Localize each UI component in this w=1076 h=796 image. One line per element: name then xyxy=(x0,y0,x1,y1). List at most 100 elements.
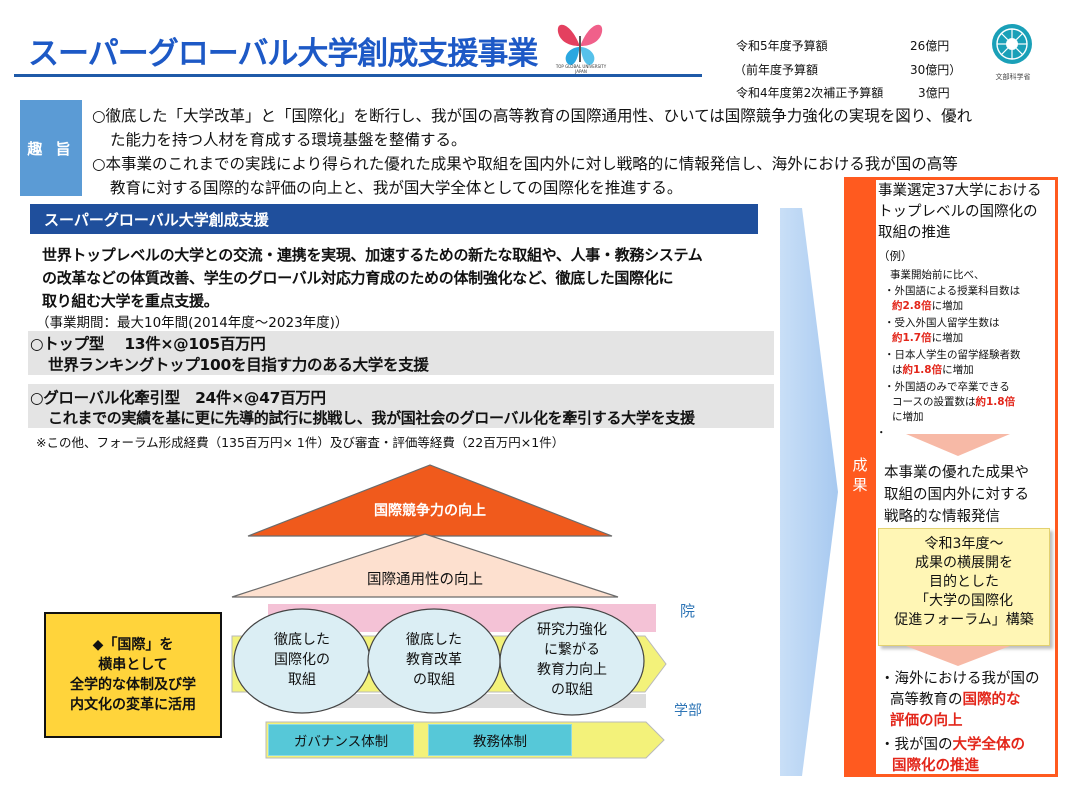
outcome-2-line-1: ・我が国の大学全体の xyxy=(880,736,1025,755)
ellipse-3-line-3: 教育力向上 xyxy=(537,662,607,678)
example-1-line-2: 約2.8倍に増加 xyxy=(892,299,963,314)
example-2-value: 約1.7倍 xyxy=(892,332,932,344)
example-2-line-2: 約1.7倍に増加 xyxy=(892,331,963,346)
results-head-line-1: 事業選定37大学における xyxy=(878,183,1042,199)
academic-affairs-box: 教務体制 xyxy=(428,724,572,756)
ellipse-1-line-3: 取組 xyxy=(288,672,316,688)
results-example-intro: 事業開始前に比べ、 xyxy=(890,269,985,281)
outcome-1-line-2: 高等教育の国際的な xyxy=(890,691,1021,710)
example-2-post: に増加 xyxy=(931,332,964,344)
example-1-post: に増加 xyxy=(931,300,964,312)
purpose-line-1: ○徹底した「大学改革」と「国際化」を断行し、我が国の高等教育の国際通用性、ひいて… xyxy=(92,107,973,125)
ellipse-2-line-1: 徹底した xyxy=(406,632,462,648)
example-4-pre2: コースの設置数は xyxy=(892,396,976,408)
ellipse-research-education-label: 研究力強化 に繋がる 教育力向上 の取組 xyxy=(517,620,627,700)
page-title: スーパーグローバル大学創成支援事業 xyxy=(28,36,538,72)
example-4-post: に増加 xyxy=(892,411,924,423)
down-arrow-icon-2 xyxy=(906,646,1010,666)
program-description-line-2: の改革などの体質改善、学生のグローバル対応力育成のための体制強化など、徹底した国… xyxy=(42,269,674,287)
results-head-line-2: トップレベルの国際化の xyxy=(878,204,1038,220)
example-3-line-1: ・日本人学生の留学経験者数 xyxy=(884,349,1021,361)
example-4-line-1: ・外国語のみで卒業できる xyxy=(884,381,1010,393)
results-example-label: （例） xyxy=(878,249,913,263)
cross-cutting-line-2: 横串として xyxy=(98,657,168,673)
title-underline xyxy=(14,74,702,77)
budget-amount-supplementary: 3億円 xyxy=(918,86,950,100)
ellipse-3-line-4: の取組 xyxy=(551,682,593,698)
type-top-line-2: 世界ランキングトップ100を目指す力のある大学を支援 xyxy=(48,356,429,374)
governance-box: ガバナンス体制 xyxy=(268,724,414,756)
outcome-1-pre2: 高等教育の xyxy=(890,692,963,708)
results-label-text: 成果 xyxy=(852,456,868,494)
down-arrow-icon xyxy=(906,434,1010,456)
ellipse-education-reform-label: 徹底した 教育改革 の取組 xyxy=(384,630,484,690)
results-arrow-icon xyxy=(780,208,838,776)
results-label: 成果 xyxy=(844,455,876,495)
graduate-label: 院 xyxy=(680,602,696,620)
purpose-line-4: 教育に対する国際的な評価の向上と、我が国大学全体としての国際化を推進する。 xyxy=(110,179,683,197)
compatibility-label: 国際通用性の向上 xyxy=(367,572,483,588)
dissemination-line-1: 本事業の優れた成果や xyxy=(884,465,1029,481)
outcome-2-line-2: 国際化の推進 xyxy=(892,758,979,774)
budget-label-previous: （前年度予算額 xyxy=(734,63,819,77)
forum-line-3: 目的とした xyxy=(929,574,999,590)
example-3-pre2: は xyxy=(892,364,903,376)
ellipse-1-line-1: 徹底した xyxy=(274,632,330,648)
program-description-line-1: 世界トップレベルの大学との交流・連携を実現、加速するための新たな取組や、人事・教… xyxy=(42,246,703,264)
ellipse-3-line-2: に繋がる xyxy=(544,642,600,658)
example-3-value: 約1.8倍 xyxy=(902,364,943,376)
results-strip xyxy=(844,177,876,777)
outcome-2-red1: 大学全体の xyxy=(952,737,1026,753)
outcome-1-red1: 国際的な xyxy=(962,692,1021,708)
cross-cutting-line-1: ◆「国際」を xyxy=(92,637,174,653)
ellipse-internationalization-label: 徹底した 国際化の 取組 xyxy=(252,630,352,690)
type-band-top xyxy=(28,331,774,375)
program-period: （事業期間：最大10年間(2014年度～2023年度)） xyxy=(36,315,349,331)
forum-box: 令和3年度～ 成果の横展開を 目的とした 「大学の国際化 促進フォーラム」構築 xyxy=(878,528,1050,646)
competitiveness-label: 国際競争力の向上 xyxy=(374,503,486,519)
budget-label-current: 令和5年度予算額 xyxy=(736,39,828,53)
type-global-line-1: ○グローバル化牽引型 24件×@47百万円 xyxy=(30,389,326,407)
results-dot: ・ xyxy=(876,427,887,439)
ellipse-3-line-1: 研究力強化 xyxy=(537,622,607,638)
forum-line-1: 令和3年度～ xyxy=(924,536,1004,552)
example-3-post: に増加 xyxy=(942,364,974,376)
cross-cutting-line-4: 内文化の変革に活用 xyxy=(70,697,196,713)
type-global-line-2: これまでの実績を基に更に先導的試行に挑戦し、我が国社会のグローバル化を牽引する大… xyxy=(48,409,695,427)
example-1-value: 約2.8倍 xyxy=(892,300,932,312)
budget-amount-current: 26億円 xyxy=(910,39,950,53)
purpose-label: 趣 旨 xyxy=(20,100,82,196)
example-2-line-1: ・受入外国人留学生数は xyxy=(884,317,1000,329)
example-1-line-1: ・外国語による授業科目数は xyxy=(884,285,1021,297)
program-heading: スーパーグローバル大学創成支援 xyxy=(30,204,758,234)
example-4-line-2: コースの設置数は約1.8倍 xyxy=(892,395,1015,410)
outcome-1-line-3: 評価の向上 xyxy=(890,713,963,729)
ellipse-1-line-2: 国際化の xyxy=(274,652,330,668)
mext-emblem-icon xyxy=(992,24,1032,64)
purpose-line-3: ○本事業のこれまでの実践により得られた優れた成果や取組を国内外に対し戦略的に情報… xyxy=(92,155,958,173)
example-3-line-2: は約1.8倍に増加 xyxy=(892,363,974,378)
cross-cutting-box: ◆「国際」を 横串として 全学的な体制及び学 内文化の変革に活用 xyxy=(44,612,222,738)
results-head-line-3: 取組の推進 xyxy=(878,225,951,241)
purpose-line-2: た能力を持つ人材を育成する環境基盤を整備する。 xyxy=(110,131,467,149)
program-description-line-3: 取り組む大学を重点支援。 xyxy=(42,292,219,310)
forum-line-2: 成果の横展開を xyxy=(915,555,1013,571)
type-band-global xyxy=(28,384,774,428)
budget-label-supplementary: 令和4年度第2次補正予算額 xyxy=(736,86,884,100)
ellipse-2-line-2: 教育改革 xyxy=(406,652,462,668)
ellipse-2-line-3: の取組 xyxy=(413,672,455,688)
forum-line-4: 「大学の国際化 xyxy=(915,593,1013,609)
outcome-2-pre: ・我が国の xyxy=(880,737,953,753)
outcome-1-line-1: ・海外における我が国の xyxy=(880,671,1040,687)
undergrad-label: 学部 xyxy=(674,703,702,719)
budget-amount-previous: 30億円） xyxy=(910,63,962,77)
mext-logo-caption: 文部科学省 xyxy=(995,73,1031,81)
butterfly-logo-icon xyxy=(557,24,603,65)
example-4-value: 約1.8倍 xyxy=(975,396,1016,408)
forum-line-5: 促進フォーラム」構築 xyxy=(894,612,1034,628)
dissemination-line-3: 戦略的な情報発信 xyxy=(884,509,1000,525)
dissemination-line-2: 取組の国内外に対する xyxy=(884,487,1029,503)
program-note: ※この他、フォーラム形成経費（135百万円× 1件）及び審査・評価等経費（22百… xyxy=(36,435,565,450)
cross-cutting-line-3: 全学的な体制及び学 xyxy=(70,677,196,693)
type-top-line-1: ○トップ型 13件×@105百万円 xyxy=(30,335,266,353)
